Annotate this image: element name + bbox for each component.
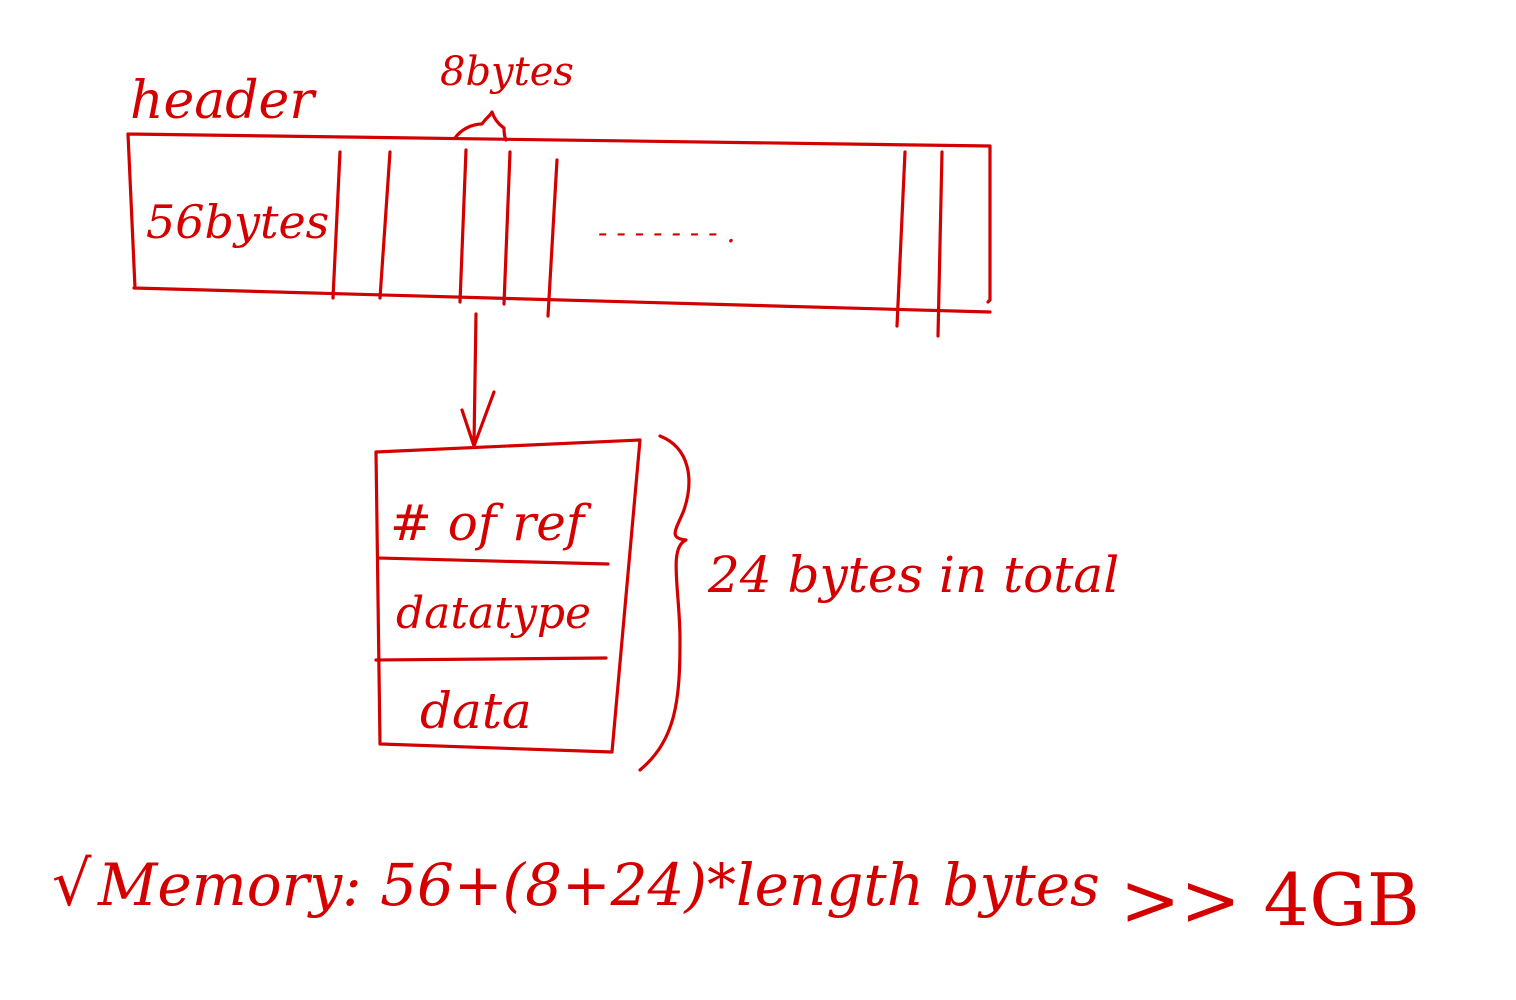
slots-ellipsis: - - - - - - - .	[598, 216, 735, 249]
header-size-label: 56bytes	[146, 195, 329, 249]
check-mark: √	[52, 847, 92, 920]
header-label: header	[130, 71, 317, 131]
object-field-data: data	[420, 682, 532, 740]
pointer-arrow	[460, 312, 496, 448]
object-size-label: 24 bytes in total	[707, 546, 1119, 604]
object-field-datatype: datatype	[396, 588, 591, 639]
memory-comparison: >> 4GB	[1120, 858, 1420, 942]
slot-divider	[331, 150, 342, 300]
object-field-ref-count: # of ref	[390, 494, 592, 552]
slot-divider	[458, 148, 468, 304]
slot-divider	[895, 150, 907, 328]
header-array-box	[126, 132, 992, 314]
object-field-divider	[374, 656, 608, 662]
memory-formula: Memory: 56+(8+24)*length bytes	[97, 851, 1100, 919]
object-field-divider	[376, 556, 610, 566]
object-size-brace	[638, 434, 691, 772]
slot-divider	[936, 150, 944, 338]
slot-divider	[378, 150, 392, 300]
slot-brace	[453, 110, 508, 142]
slot-size-label: 8bytes	[440, 49, 574, 95]
slot-divider	[502, 150, 512, 306]
slot-divider	[546, 158, 559, 318]
object-box	[374, 438, 642, 754]
